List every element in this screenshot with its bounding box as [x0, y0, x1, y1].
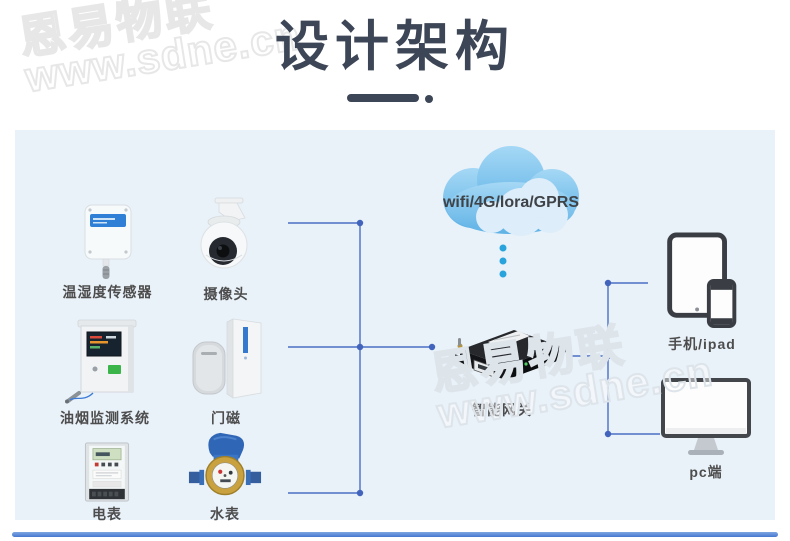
page-title: 设计架构	[275, 17, 515, 77]
diagram-panel	[15, 130, 775, 520]
smoke-monitor-icon	[65, 319, 137, 404]
bottom-accent-bar	[12, 532, 778, 537]
device-label: 水表	[210, 506, 240, 522]
client-label: 手机/ipad	[668, 336, 736, 352]
device-smoke-monitor: 油烟监测系统	[48, 318, 162, 428]
device-label: 油烟监测系统	[60, 410, 150, 426]
title-underline-dot	[425, 95, 433, 103]
device-label: 温湿度传感器	[62, 284, 153, 300]
device-electric-meter: 电表	[62, 442, 152, 524]
electric-meter-icon	[84, 442, 130, 502]
temp-humidity-sensor-icon	[84, 204, 131, 279]
monitor-icon	[661, 378, 751, 455]
device-camera: 摄像头	[180, 196, 272, 304]
cloud-network: wifi/4G/lora/GPRS	[423, 138, 601, 246]
device-water-meter: 水表	[180, 430, 270, 524]
device-temp-humidity-sensor: 温湿度传感器	[45, 202, 170, 302]
client-mobile-ipad: 手机/ipad	[660, 232, 744, 354]
cloud-label: wifi/4G/lora/GPRS	[442, 194, 579, 211]
client-label: pc端	[689, 464, 723, 480]
door-sensor-icon	[192, 318, 262, 399]
gateway-icon	[448, 330, 570, 380]
title-underline-dash	[347, 94, 419, 102]
water-meter-icon	[188, 432, 262, 496]
client-pc: pc端	[658, 378, 754, 482]
device-label: 门磁	[211, 410, 241, 426]
camera-icon	[200, 197, 248, 269]
device-door-sensor: 门磁	[180, 314, 272, 428]
tablet-phone-icon	[667, 232, 737, 329]
gateway-device: 智能网关	[430, 318, 574, 420]
cloud-icon: wifi/4G/lora/GPRS	[442, 146, 579, 236]
device-label: 电表	[92, 506, 122, 522]
device-label: 智能网关	[472, 402, 532, 418]
device-label: 摄像头	[203, 286, 249, 302]
